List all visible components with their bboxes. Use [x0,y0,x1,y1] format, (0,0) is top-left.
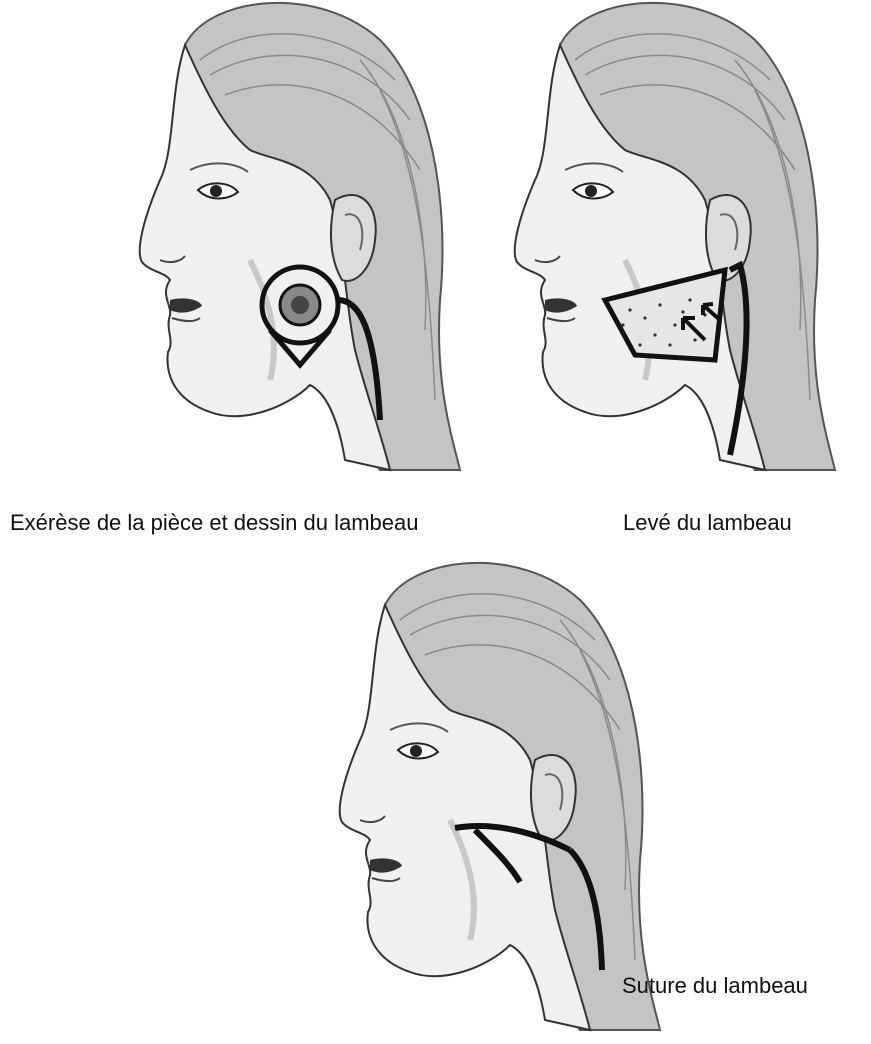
illustration-step3 [330,560,670,1040]
caption-step2: Levé du lambeau [623,510,792,536]
caption-step1: Exérèse de la pièce et dessin du lambeau [10,510,418,536]
caption-step3: Suture du lambeau [622,973,808,999]
illustration-step1 [130,0,470,480]
illustration-step2 [505,0,845,480]
